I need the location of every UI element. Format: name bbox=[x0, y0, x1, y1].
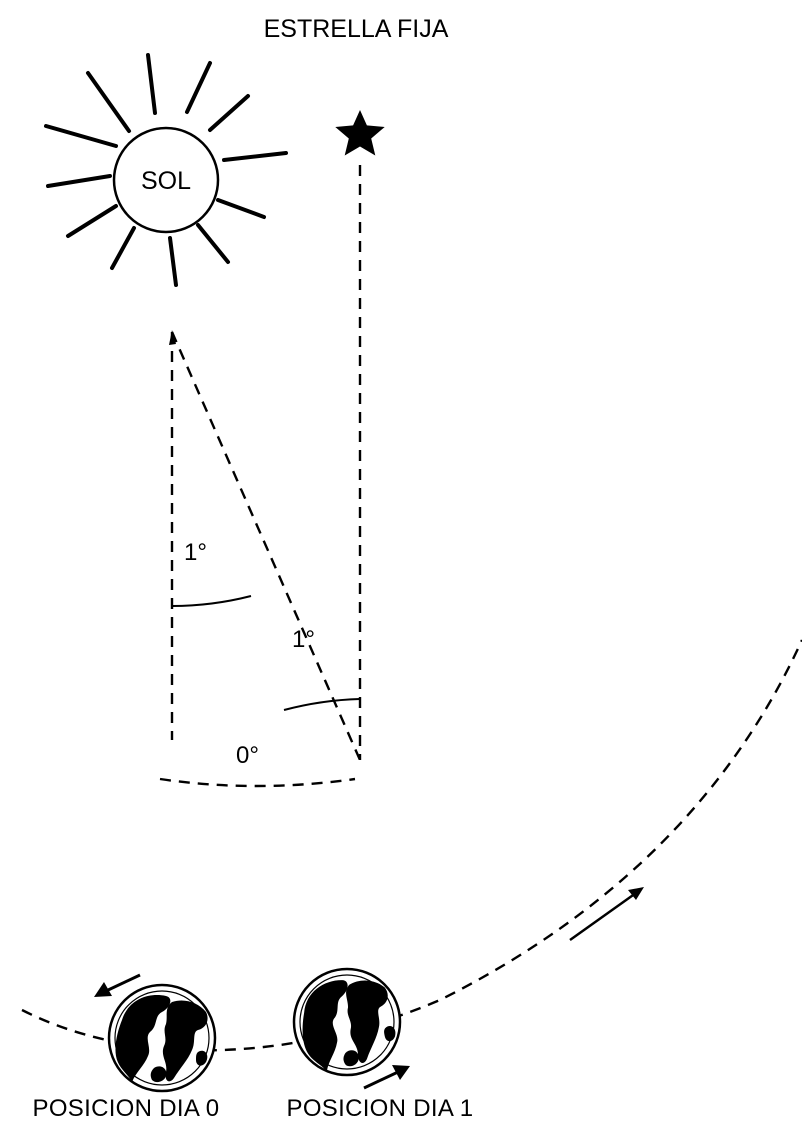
angle-arc-sun bbox=[171, 595, 252, 607]
sun-icon bbox=[44, 53, 288, 287]
angle-arc-zero bbox=[159, 777, 356, 788]
angle-label-star: 1° bbox=[292, 626, 315, 653]
fixed-star-title: ESTRELLA FIJA bbox=[264, 15, 449, 43]
sun-line-day1 bbox=[170, 331, 362, 761]
arrow-icon-rotation-day0 bbox=[94, 973, 141, 997]
earth-globe-icon-day0 bbox=[107, 983, 217, 1093]
earth-globe-icon-day1 bbox=[292, 967, 402, 1077]
angle-label-sun: 1° bbox=[184, 539, 207, 566]
earth-orbit bbox=[21, 639, 802, 1052]
angle-label-zero: 0° bbox=[236, 742, 259, 769]
star-icon bbox=[335, 110, 385, 156]
arrow-icon-rotation-day1 bbox=[363, 1065, 410, 1090]
sun-label: SOL bbox=[141, 167, 191, 195]
angle-arc-star bbox=[283, 698, 361, 711]
arrow-icon-orbit bbox=[569, 887, 644, 942]
position-label-day0: POSICION DIA 0 bbox=[33, 1095, 220, 1122]
position-label-day1: POSICION DIA 1 bbox=[287, 1095, 474, 1122]
line-apex-tip bbox=[169, 330, 176, 345]
